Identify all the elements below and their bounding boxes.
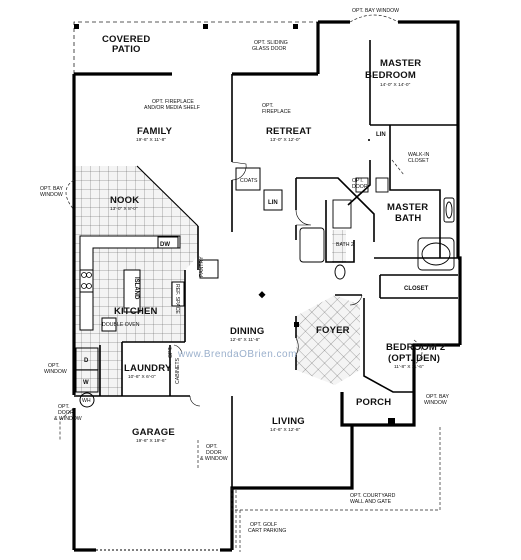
opt-door-master-1: OPT. xyxy=(352,178,364,184)
water-heater-label: WH xyxy=(82,398,91,404)
bedroom2-label-2: (OPT. DEN) xyxy=(388,353,440,364)
opt-door-window-garage-3: & WINDOW xyxy=(200,456,228,462)
laundry-label: LAUNDRY xyxy=(124,363,172,374)
patio-column xyxy=(74,24,79,29)
door-swings xyxy=(173,161,363,407)
opt-fireplace-retreat-1: OPT. xyxy=(262,103,274,109)
master-bedroom-dims: 14'-0" X 14'-0" xyxy=(380,82,411,88)
patio-column xyxy=(293,24,298,29)
patio-column xyxy=(203,24,208,29)
dining-label: DINING xyxy=(230,326,264,337)
linen-hall-label: LIN xyxy=(268,200,278,206)
master-bath-label-1: MASTER xyxy=(387,202,428,213)
foyer-column xyxy=(294,322,299,327)
garage-label: GARAGE xyxy=(132,427,175,438)
nook-angled-edge xyxy=(136,165,199,227)
laundry-dims: 10'-6" X 6'-0" xyxy=(128,374,156,380)
closet-label: CLOSET xyxy=(404,286,429,292)
retreat-dims: 13'-0" X 12'-0" xyxy=(270,137,301,143)
opt-courtyard-2: WALL AND GATE xyxy=(350,499,392,505)
family-label: FAMILY xyxy=(137,126,173,137)
nook-label: NOOK xyxy=(110,195,139,206)
bath2-label: BATH 2 xyxy=(336,242,354,248)
cooktop-burners xyxy=(81,272,92,289)
opt-bay-window-right-1: OPT. BAY xyxy=(426,394,450,400)
covered-patio-label-2: PATIO xyxy=(112,44,141,55)
opt-door-window-garage-1: OPT. xyxy=(206,444,218,450)
bedroom2-label-1: BEDROOM 2 xyxy=(386,342,445,353)
opt-door-window-left-1: OPT. xyxy=(58,404,70,410)
opt-bay-window-left-2: WINDOW xyxy=(40,192,63,198)
living-dims: 14'-6" X 12'-8" xyxy=(270,427,301,433)
opt-cabinets-label-2: CABINETS xyxy=(175,358,181,384)
opt-sliding-2: GLASS DOOR xyxy=(252,46,287,52)
walk-in-closet-label-1: WALK-IN xyxy=(408,152,430,158)
retreat-label: RETREAT xyxy=(266,126,312,137)
opt-courtyard-1: OPT. COURTYARD xyxy=(350,493,396,499)
opt-door-window-garage-2: DOOR xyxy=(206,450,222,456)
tile-floors xyxy=(74,166,360,396)
opt-window-2: WINDOW xyxy=(44,369,67,375)
opt-cabinets-label-1: OPT. xyxy=(168,346,174,358)
opt-door-window-left-3: & WINDOW xyxy=(54,416,82,422)
opt-bay-window-right-2: WINDOW xyxy=(424,400,447,406)
dining-column xyxy=(258,291,266,299)
utility-boxes xyxy=(75,167,283,408)
opt-golf-1: OPT. GOLF xyxy=(250,522,277,528)
pantry-label: PANTRY xyxy=(199,256,205,277)
exterior-walls xyxy=(72,20,462,552)
watermark-text: www.BrendaOBrien.com xyxy=(177,349,297,360)
bedroom2-dims: 11'-8" X 11'-6" xyxy=(394,364,424,370)
refrigerator-label: REF. SPACE xyxy=(174,284,180,314)
opt-sliding-1: OPT. SLIDING xyxy=(254,40,288,46)
opt-door-window-left-2: DOOR xyxy=(58,410,74,416)
master-bedroom-label-2: BEDROOM xyxy=(365,70,416,81)
family-dims: 19'-6" X 11'-8" xyxy=(136,137,166,143)
opt-fireplace-retreat-2: FIREPLACE xyxy=(262,109,291,115)
bath2-fixtures xyxy=(299,199,352,280)
garage-dims: 19'-6" X 19'-6" xyxy=(136,438,167,444)
foyer-label: FOYER xyxy=(316,325,350,336)
master-bath-label-2: BATH xyxy=(395,213,421,224)
washer-label: W xyxy=(83,380,89,386)
master-bath-fixtures xyxy=(355,177,455,271)
opt-fireplace-family-1: OPT. FIREPLACE xyxy=(152,99,194,105)
nook-dims: 13'-0" X 8'-0" xyxy=(110,206,138,212)
walk-in-closet-label-2: CLOSET xyxy=(408,158,430,164)
dining-dims: 12'-6" X 11'-6" xyxy=(230,337,260,343)
kitchen-counters xyxy=(79,235,219,332)
living-label: LIVING xyxy=(272,416,305,427)
island-label: ISLAND xyxy=(133,277,139,300)
opt-window-1: OPT. xyxy=(48,363,60,369)
dishwasher-label: DW xyxy=(160,242,170,248)
linen-master-label: LIN xyxy=(376,132,386,138)
porch-label: PORCH xyxy=(356,397,391,408)
kitchen-label: KITCHEN xyxy=(114,306,158,317)
opt-bay-window-top: OPT. BAY WINDOW xyxy=(352,8,399,14)
dryer-label: D xyxy=(84,358,89,364)
opt-bay-window-left-1: OPT. BAY xyxy=(40,186,64,192)
coats-label: COATS xyxy=(240,178,258,184)
optional-dashed-lines xyxy=(59,14,441,552)
double-oven-label: DOUBLE OVEN xyxy=(102,322,140,328)
opt-golf-2: CART PARKING xyxy=(248,528,286,534)
covered-patio-label-1: COVERED xyxy=(102,34,150,45)
porch-column xyxy=(388,418,395,425)
opt-fireplace-family-2: AND/OR MEDIA SHELF xyxy=(144,105,200,111)
opt-door-master-2: DOOR xyxy=(352,184,368,190)
master-bedroom-label-1: MASTER xyxy=(380,58,421,69)
